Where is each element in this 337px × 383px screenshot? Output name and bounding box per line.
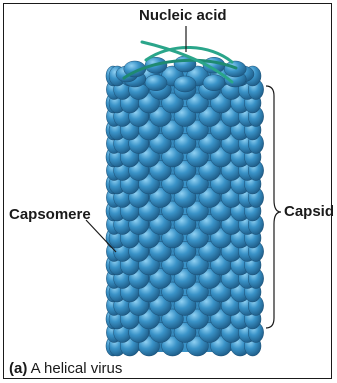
capsomere-label: Capsomere [9, 206, 91, 223]
capsomere [203, 75, 225, 91]
caption-text: A helical virus [27, 360, 122, 377]
figure-caption: (a) A helical virus [9, 360, 122, 377]
capsomere [174, 76, 196, 92]
nucleic-acid-label: Nucleic acid [139, 7, 227, 24]
capsomere [145, 75, 167, 91]
capsid-label: Capsid [284, 203, 334, 220]
caption-marker: (a) [9, 360, 27, 377]
capsid-bracket [266, 86, 281, 328]
